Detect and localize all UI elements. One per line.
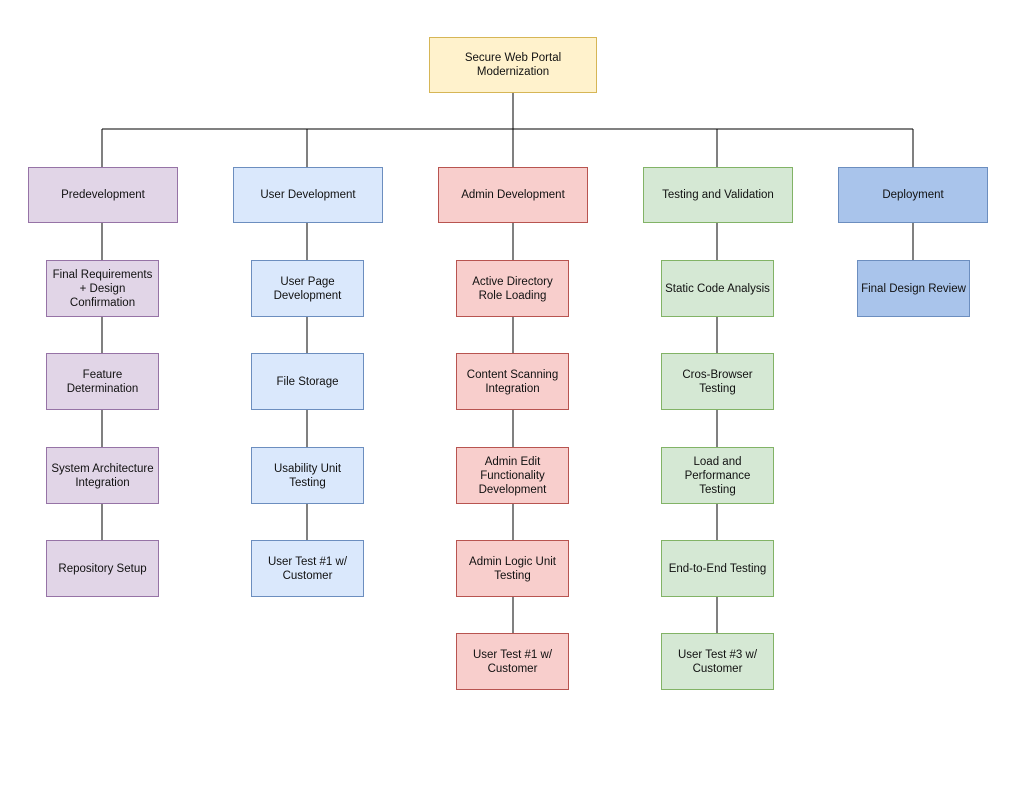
task-content-scanning[interactable]: Content Scanning Integration xyxy=(456,353,569,410)
task-end-to-end-testing[interactable]: End-to-End Testing xyxy=(661,540,774,597)
task-active-directory[interactable]: Active Directory Role Loading xyxy=(456,260,569,317)
task-final-design-review[interactable]: Final Design Review xyxy=(857,260,970,317)
branch-admin-development[interactable]: Admin Development xyxy=(438,167,588,223)
branch-user-development[interactable]: User Development xyxy=(233,167,383,223)
branch-deployment[interactable]: Deployment xyxy=(838,167,988,223)
task-load-performance-testing[interactable]: Load and Performance Testing xyxy=(661,447,774,504)
task-static-code-analysis[interactable]: Static Code Analysis xyxy=(661,260,774,317)
task-admin-logic-testing[interactable]: Admin Logic Unit Testing xyxy=(456,540,569,597)
task-system-architecture[interactable]: System Architecture Integration xyxy=(46,447,159,504)
task-user-test-1-user[interactable]: User Test #1 w/ Customer xyxy=(251,540,364,597)
root-node[interactable]: Secure Web Portal Modernization xyxy=(429,37,597,93)
branch-predevelopment[interactable]: Predevelopment xyxy=(28,167,178,223)
branch-testing-validation[interactable]: Testing and Validation xyxy=(643,167,793,223)
task-final-requirements[interactable]: Final Requirements + Design Confirmation xyxy=(46,260,159,317)
task-usability-unit-testing[interactable]: Usability Unit Testing xyxy=(251,447,364,504)
task-cross-browser-testing[interactable]: Cros-Browser Testing xyxy=(661,353,774,410)
task-repository-setup[interactable]: Repository Setup xyxy=(46,540,159,597)
task-admin-edit[interactable]: Admin Edit Functionality Development xyxy=(456,447,569,504)
task-feature-determination[interactable]: Feature Determination xyxy=(46,353,159,410)
task-file-storage[interactable]: File Storage xyxy=(251,353,364,410)
task-user-test-3[interactable]: User Test #3 w/ Customer xyxy=(661,633,774,690)
task-user-page-development[interactable]: User Page Development xyxy=(251,260,364,317)
task-user-test-1-admin[interactable]: User Test #1 w/ Customer xyxy=(456,633,569,690)
